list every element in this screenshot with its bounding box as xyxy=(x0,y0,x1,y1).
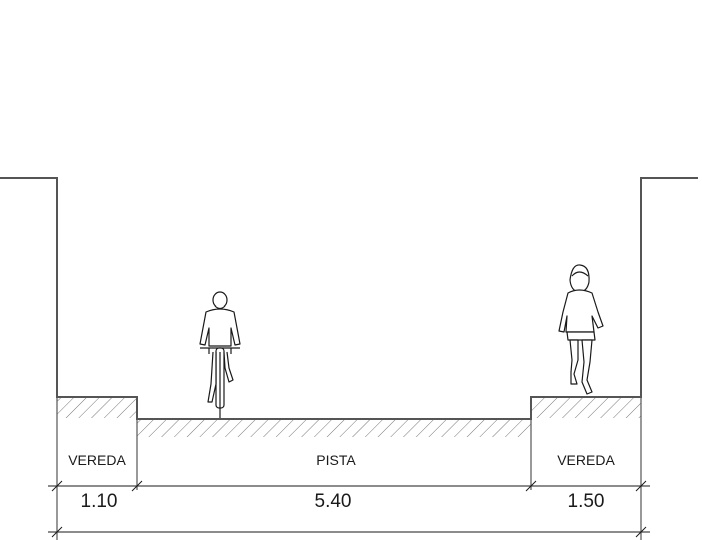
zone-label-pista: PISTA xyxy=(316,452,356,468)
zone-label-vereda-left: VEREDA xyxy=(68,452,126,468)
pedestrian-icon xyxy=(558,264,604,395)
dimension-value-pista: 5.40 xyxy=(315,491,352,512)
zone-label-vereda-right: VEREDA xyxy=(557,452,615,468)
cyclist-icon xyxy=(199,291,241,418)
ground-hatching xyxy=(57,397,641,437)
dimension-line-partial xyxy=(48,480,650,492)
dimension-value-vereda-left: 1.10 xyxy=(81,491,118,512)
zone-dividers xyxy=(56,397,642,540)
dimension-line-total xyxy=(48,526,650,538)
section-profile-line xyxy=(0,177,698,420)
dimension-value-vereda-right: 1.50 xyxy=(568,491,605,512)
